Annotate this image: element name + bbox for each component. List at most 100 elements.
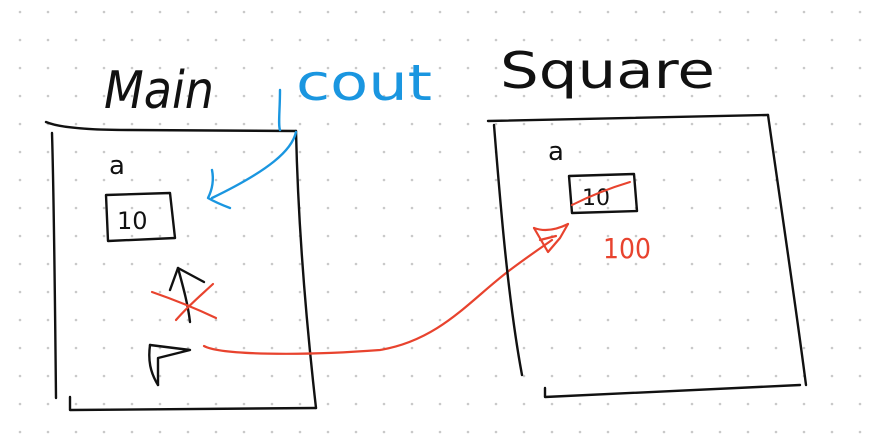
grid-dot (522, 66, 526, 70)
grid-dot (354, 262, 358, 266)
grid-dot (130, 262, 134, 266)
grid-dot (18, 38, 22, 42)
grid-dot (494, 38, 498, 42)
grid-dot (578, 150, 582, 154)
grid-dot (466, 94, 470, 98)
grid-dot (18, 430, 22, 434)
grid-dot (382, 402, 386, 406)
grid-dot (690, 178, 694, 182)
grid-dot (746, 346, 750, 350)
grid-dot (158, 290, 162, 294)
grid-dot (410, 430, 414, 434)
grid-dot (326, 38, 330, 42)
grid-dot (74, 430, 78, 434)
grid-dot (578, 234, 582, 238)
grid-dot (270, 206, 274, 210)
grid-dot (186, 66, 190, 70)
grid-dot (718, 290, 722, 294)
grid-dot (466, 38, 470, 42)
grid-dot (802, 430, 806, 434)
grid-dot (438, 206, 442, 210)
grid-dot (466, 150, 470, 154)
grid-dot (858, 122, 862, 126)
grid-dot (858, 318, 862, 322)
grid-dot (382, 262, 386, 266)
grid-dot (830, 290, 834, 294)
grid-dot (410, 150, 414, 154)
grid-dot (158, 262, 162, 266)
grid-dot (242, 10, 246, 14)
grid-dot (774, 346, 778, 350)
grid-dot (830, 10, 834, 14)
grid-dot (102, 94, 106, 98)
grid-dot (578, 318, 582, 322)
grid-dot (46, 66, 50, 70)
grid-dot (718, 346, 722, 350)
grid-dot (186, 122, 190, 126)
grid-dot (46, 318, 50, 322)
grid-dot (690, 38, 694, 42)
grid-dot (802, 66, 806, 70)
grid-dot (774, 262, 778, 266)
grid-dot (326, 206, 330, 210)
grid-dot (74, 206, 78, 210)
grid-dot (578, 262, 582, 266)
grid-dot (606, 318, 610, 322)
grid-dot (130, 122, 134, 126)
grid-dot (270, 66, 274, 70)
grid-dot (802, 94, 806, 98)
grid-dot (242, 234, 246, 238)
grid-dot (410, 178, 414, 182)
grid-dot (130, 94, 134, 98)
grid-dot (214, 318, 218, 322)
grid-dot (130, 150, 134, 154)
grid-dot (578, 66, 582, 70)
grid-dot (802, 234, 806, 238)
grid-dot (130, 290, 134, 294)
grid-dot (102, 430, 106, 434)
grid-dot (270, 374, 274, 378)
grid-dot (298, 430, 302, 434)
grid-dot (690, 66, 694, 70)
grid-dot (606, 262, 610, 266)
grid-dot (690, 318, 694, 322)
grid-dot (858, 346, 862, 350)
grid-dot (606, 430, 610, 434)
grid-dot (578, 10, 582, 14)
grid-dot (858, 10, 862, 14)
grid-dot (102, 402, 106, 406)
grid-dot (382, 38, 386, 42)
grid-dot (214, 178, 218, 182)
grid-dot (718, 38, 722, 42)
grid-dot (242, 374, 246, 378)
grid-dot (634, 290, 638, 294)
grid-dot (858, 150, 862, 154)
grid-dot (382, 94, 386, 98)
grid-dot (578, 178, 582, 182)
grid-dot (130, 346, 134, 350)
grid-dot (102, 290, 106, 294)
grid-dot (326, 262, 330, 266)
grid-dot (522, 10, 526, 14)
grid-dot (214, 10, 218, 14)
main-variable-box (104, 191, 177, 243)
grid-dot (214, 150, 218, 154)
grid-dot (466, 178, 470, 182)
grid-dot (158, 234, 162, 238)
grid-dot (102, 374, 106, 378)
grid-dot (774, 10, 778, 14)
grid-dot (270, 430, 274, 434)
grid-dot (690, 10, 694, 14)
grid-dot (522, 262, 526, 266)
grid-dot (494, 290, 498, 294)
grid-dot (634, 402, 638, 406)
grid-dot (494, 402, 498, 406)
grid-dot (130, 430, 134, 434)
grid-dot (74, 94, 78, 98)
grid-dot (830, 318, 834, 322)
square-frame-title: Square (500, 42, 715, 100)
grid-dot (746, 374, 750, 378)
grid-dot (354, 150, 358, 154)
grid-dot (522, 318, 526, 322)
grid-dot (242, 206, 246, 210)
